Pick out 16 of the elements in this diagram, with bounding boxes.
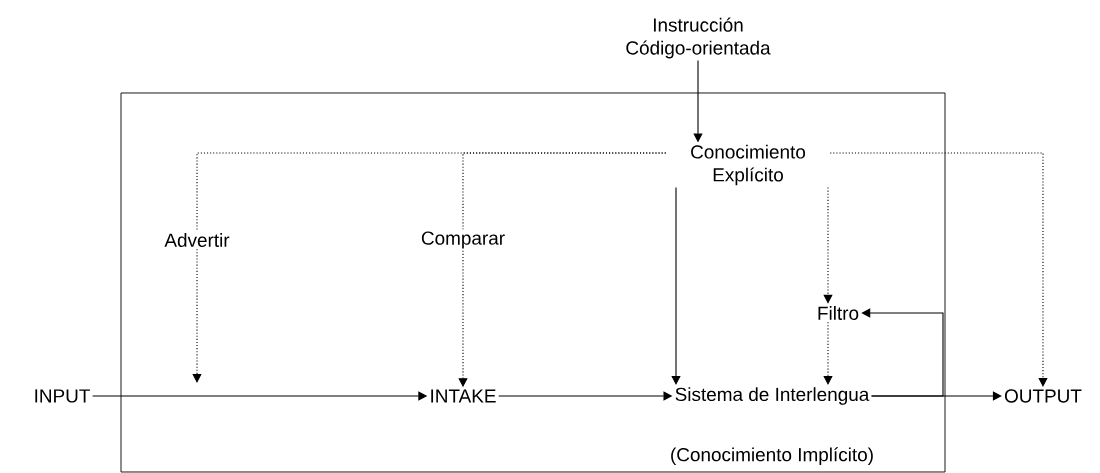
node-label: Conocimiento Explícito (691, 144, 806, 186)
arrow (823, 186, 833, 304)
node-label: Filtro (818, 306, 859, 320)
node-label: Comparar (421, 231, 505, 249)
arrow (861, 308, 944, 397)
arrow (192, 248, 202, 383)
node-label: INPUT (35, 389, 90, 403)
node-label: Sistema de Interlengua (675, 387, 870, 405)
node-label: Advertir (164, 233, 230, 247)
arrow (823, 321, 833, 385)
node-caption: (Conocimiento Implícito) (671, 447, 873, 466)
frame-box (120, 92, 946, 473)
arrow (671, 186, 681, 385)
node-label: OUTPUT (1005, 389, 1082, 403)
node-label: Instrucción Código-orientada (626, 17, 771, 59)
node-label: INTAKE (431, 389, 496, 403)
